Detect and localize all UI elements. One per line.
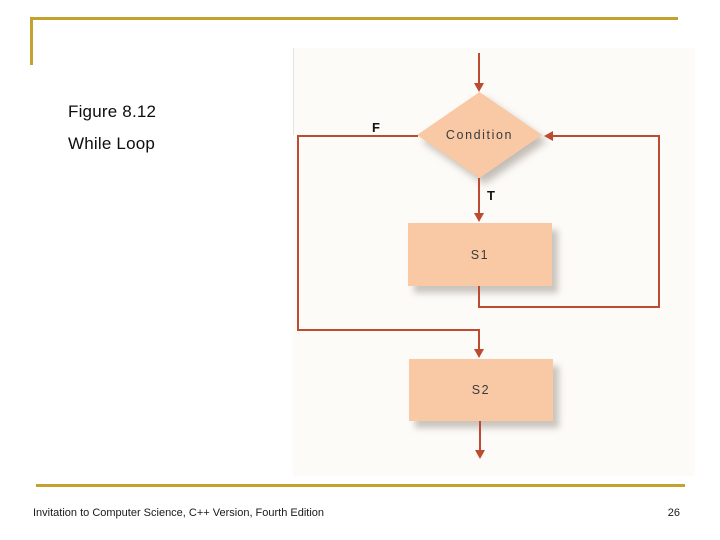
condition-diamond: Condition [417, 92, 542, 178]
condition-label: Condition [445, 128, 514, 142]
condition-diamond-shape: Condition [417, 92, 542, 178]
flowchart-figure: Condition F T S1 S2 [293, 48, 695, 476]
true-arrow-line [478, 178, 480, 214]
top-accent-line [30, 17, 678, 20]
false-branch-down-line [478, 329, 480, 350]
s1-exit-vline [478, 286, 480, 308]
s2-label: S2 [471, 383, 491, 397]
s2-exit-arrowhead-icon [475, 450, 485, 459]
s1-box: S1 [408, 223, 552, 286]
figure-edge-line [293, 48, 294, 135]
true-arrowhead-icon [474, 213, 484, 222]
title-line-2: While Loop [68, 134, 156, 153]
s1-label: S1 [470, 247, 490, 262]
entry-arrow-line [478, 53, 480, 84]
true-branch-label: T [487, 188, 495, 203]
false-branch-arrowhead-icon [474, 349, 484, 358]
bottom-accent-line [36, 484, 685, 487]
false-branch-hline [298, 135, 418, 137]
left-accent-line [30, 17, 33, 65]
loop-arrowhead-icon [544, 131, 553, 141]
entry-arrowhead-icon [474, 83, 484, 92]
page-title: Figure 8.12 While Loop [68, 96, 156, 160]
footer-text: Invitation to Computer Science, C++ Vers… [33, 507, 325, 519]
s2-exit-line [479, 421, 481, 451]
false-branch-bottom-hline [297, 329, 480, 331]
s2-box: S2 [409, 359, 553, 421]
loop-right-vline [658, 135, 660, 308]
false-branch-label: F [372, 120, 380, 135]
title-line-1: Figure 8.12 [68, 102, 157, 121]
false-branch-vline [297, 135, 299, 331]
s1-exit-hline [478, 306, 660, 308]
page-number: 26 [667, 507, 680, 519]
loop-top-hline [553, 135, 660, 137]
